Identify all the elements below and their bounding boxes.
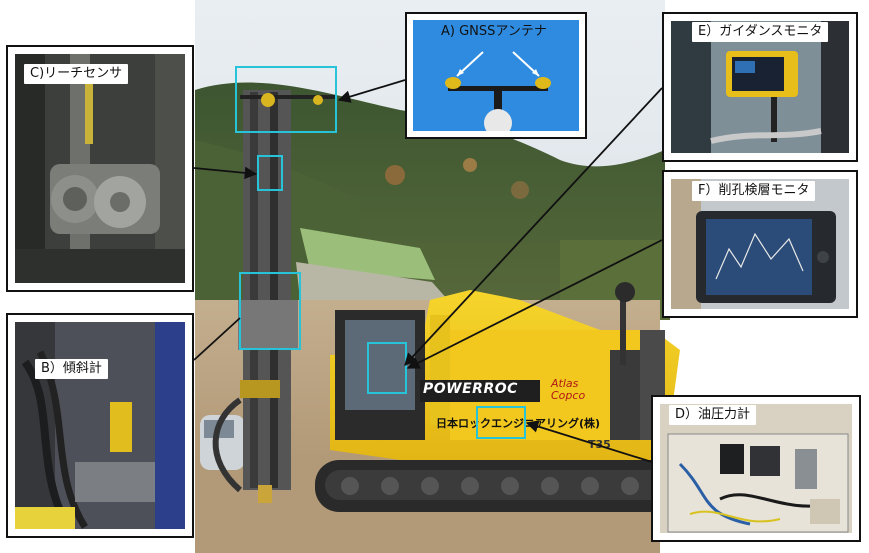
highlight-cab-monitors — [367, 342, 407, 394]
callout-inclinometer: B）傾斜計 — [6, 313, 194, 538]
machine-model-name: POWERROC — [423, 381, 518, 397]
callout-hydraulic-gauge: D）油圧力計 — [651, 395, 861, 542]
callout-gnss-antenna: A) GNSSアンテナ — [405, 12, 587, 139]
hydraulic-gauge-photo — [660, 404, 852, 533]
reach-sensor-photo — [15, 54, 185, 283]
callout-label-gnss-antenna: A) GNSSアンテナ — [441, 24, 547, 39]
machine-model-code: T35 — [588, 438, 611, 451]
callout-guidance-monitor: E）ガイダンスモニタ — [662, 12, 858, 162]
highlight-inclinometer — [239, 272, 301, 350]
machine-brand: Atlas Copco — [551, 377, 586, 402]
highlight-hydraulic-gauge — [476, 406, 526, 439]
inclinometer-photo — [15, 322, 185, 529]
callout-label-drilling-log-monitor: F）削孔検層モニタ — [692, 181, 816, 201]
callout-label-hydraulic-gauge: D）油圧力計 — [669, 405, 757, 425]
highlight-reach-sensor — [257, 155, 283, 191]
guidance-monitor-photo — [671, 21, 849, 153]
callout-label-inclinometer: B）傾斜計 — [35, 359, 108, 379]
callout-drilling-log-monitor: F）削孔検層モニタ — [662, 170, 858, 318]
highlight-gnss-antenna — [235, 66, 337, 133]
callout-label-guidance-monitor: E）ガイダンスモニタ — [692, 22, 829, 42]
callout-label-reach-sensor: C)リーチセンサ — [24, 64, 129, 84]
drilling-log-monitor-photo — [671, 179, 849, 309]
callout-reach-sensor: C)リーチセンサ — [6, 45, 194, 292]
